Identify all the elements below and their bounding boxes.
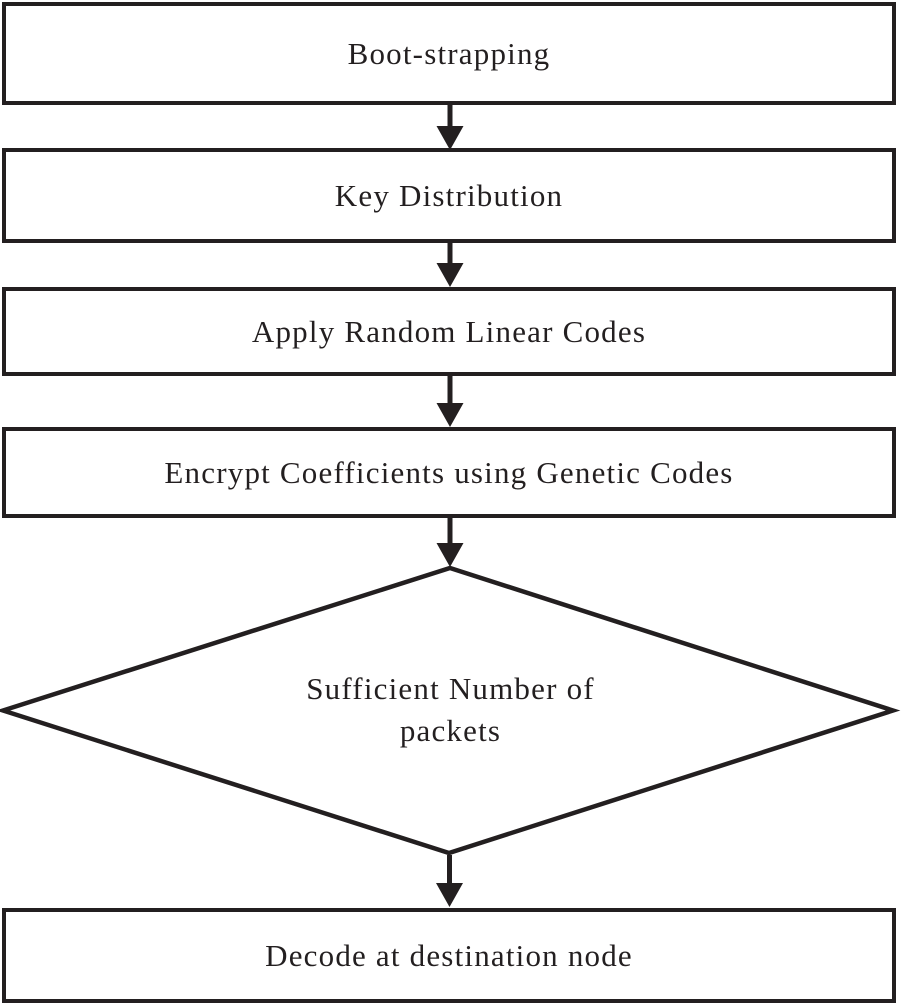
arrow-down-icon: [436, 126, 464, 150]
flow-node-sufficient-packets-label: Sufficient Number of packets: [0, 662, 901, 758]
flow-node-decode-destination: Decode at destination node: [2, 908, 896, 1003]
arrow-down-icon: [436, 403, 464, 427]
flow-node-key-distribution: Key Distribution: [2, 148, 896, 243]
flow-node-label: Encrypt Coefficients using Genetic Codes: [164, 454, 734, 490]
flow-node-label: Key Distribution: [334, 177, 564, 213]
flow-node-boot-strapping: Boot-strapping: [2, 2, 896, 105]
decision-label-line1: Sufficient Number of: [306, 671, 595, 706]
flow-arrow-4: [436, 518, 464, 567]
flow-node-label: Apply Random Linear Codes: [251, 313, 647, 349]
flow-arrow-2: [436, 243, 464, 287]
decision-diamond: [0, 565, 901, 856]
flow-node-encrypt-coefficients: Encrypt Coefficients using Genetic Codes: [2, 427, 896, 518]
flow-arrow-5: [436, 855, 463, 907]
flow-arrow-1: [436, 105, 464, 150]
arrow-down-icon: [436, 543, 464, 567]
flow-arrow-3: [436, 376, 464, 427]
flow-node-label: Decode at destination node: [265, 937, 633, 973]
arrow-down-icon: [436, 263, 464, 287]
flow-node-label: Boot-strapping: [347, 35, 551, 71]
arrow-down-icon: [436, 883, 463, 907]
decision-label-line2: packets: [399, 713, 502, 748]
flow-node-apply-random-linear-codes: Apply Random Linear Codes: [2, 287, 896, 376]
